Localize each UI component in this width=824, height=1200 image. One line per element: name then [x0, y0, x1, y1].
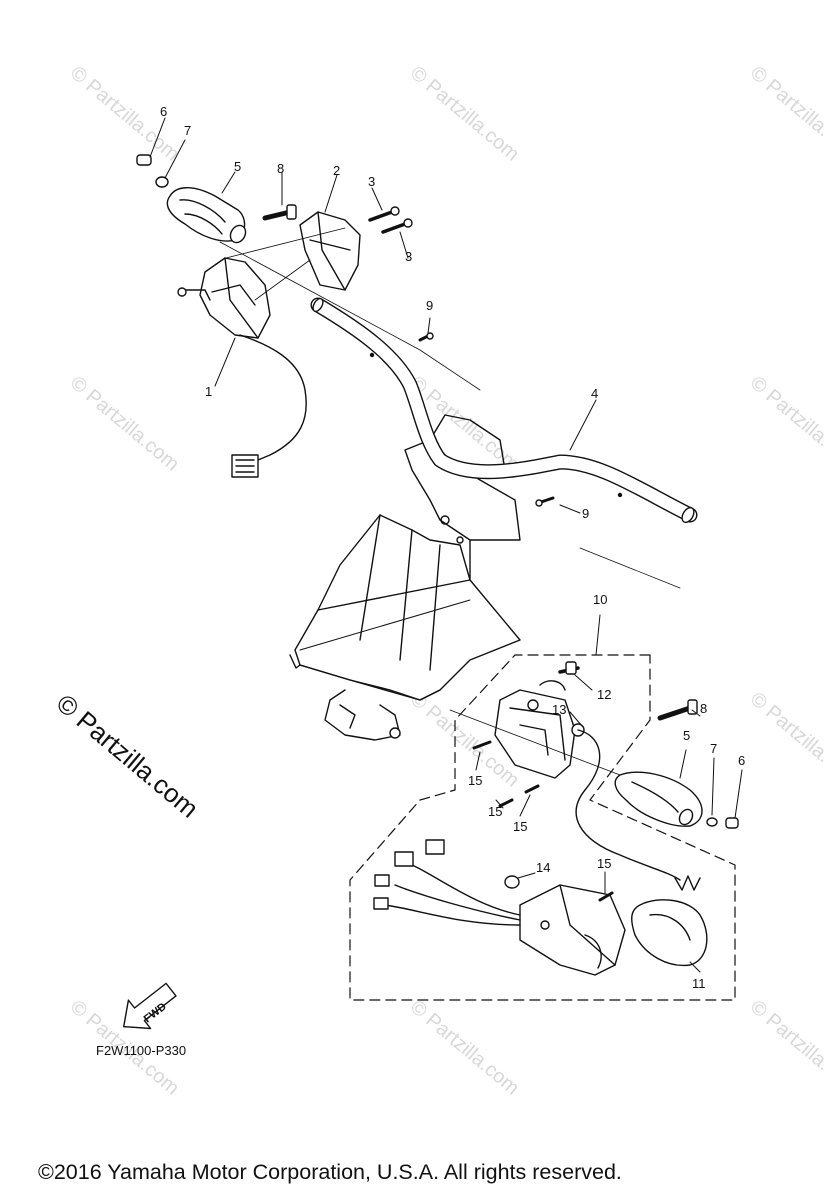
left-switch-cover: [262, 204, 413, 291]
callout-6: 6: [738, 753, 746, 768]
callout-15: 15: [468, 773, 483, 788]
callout-14: 14: [536, 860, 551, 875]
callout-1: 1: [205, 384, 213, 399]
callout-5: 5: [683, 728, 691, 743]
callout-9: 9: [426, 298, 434, 313]
copyright-notice: ©2016 Yamaha Motor Corporation, U.S.A. A…: [38, 1160, 622, 1184]
callout-5: 5: [234, 159, 242, 174]
callout-11: 11: [692, 976, 706, 991]
right-switch-assembly: [472, 661, 701, 891]
callout-15: 15: [513, 819, 528, 834]
callout-2: 2: [333, 163, 341, 178]
steering-column: [289, 414, 521, 741]
callout-3: 3: [405, 249, 413, 264]
screws-9: [418, 332, 555, 507]
callout-12: 12: [597, 687, 612, 702]
right-switch-body: [373, 839, 708, 976]
callout-3: 3: [368, 174, 376, 189]
callout-13: 13: [552, 702, 567, 717]
diagram-code: F2W1100-P330: [96, 1043, 187, 1058]
callout-15: 15: [597, 856, 612, 871]
callout-8: 8: [700, 701, 708, 716]
callout-6: 6: [160, 104, 168, 119]
callout-7: 7: [184, 123, 192, 138]
leader-lines: [149, 117, 743, 973]
callout-9: 9: [582, 506, 590, 521]
fwd-arrow-icon: [123, 982, 177, 1030]
callout-7: 7: [710, 741, 718, 756]
callout-8: 8: [277, 161, 285, 176]
callout-10: 10: [593, 592, 608, 607]
handlebar: [310, 297, 698, 524]
callout-15: 15: [488, 804, 503, 819]
left-grip: [136, 154, 247, 244]
right-grip: [614, 699, 739, 829]
callout-4: 4: [591, 386, 599, 401]
assembly-boundary: [349, 654, 736, 1001]
left-switch-assembly: [177, 257, 307, 478]
